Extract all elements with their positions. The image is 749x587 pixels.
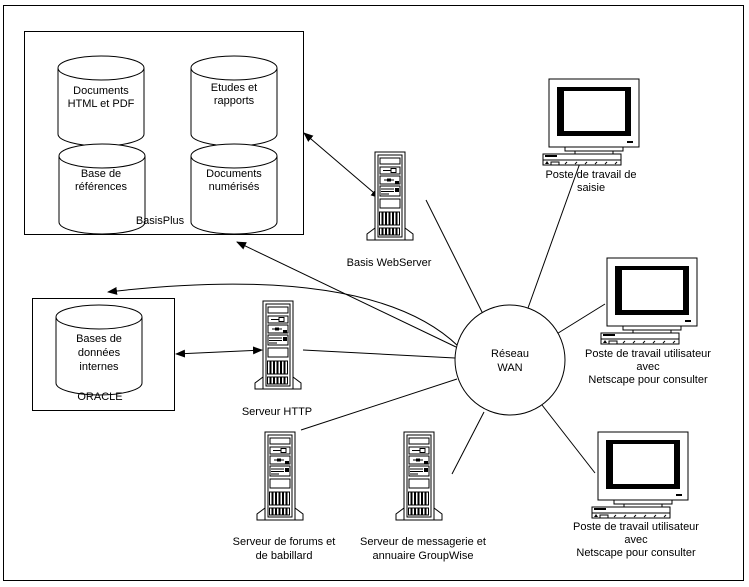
svg-text:internes: internes — [79, 361, 119, 373]
server-basis-webserver: Basis WebServer — [347, 151, 432, 269]
svg-text:données: données — [78, 347, 121, 359]
svg-text:Basis WebServer: Basis WebServer — [347, 257, 432, 269]
svg-text:annuaire GroupWise: annuaire GroupWise — [373, 550, 474, 562]
computer-icon — [600, 257, 698, 345]
svg-text:Serveur de forums et: Serveur de forums et — [233, 536, 336, 548]
workstation-user-2: Poste de travail utilisateur avec Netsca… — [573, 431, 699, 559]
svg-text:références: références — [75, 181, 127, 193]
basisplus-container: Documents HTML et PDF Etudes et rapports… — [24, 31, 304, 235]
svg-text:Base de: Base de — [81, 168, 121, 180]
svg-text:Réseau: Réseau — [491, 348, 529, 360]
connections — [107, 132, 606, 475]
svg-text:Serveur de messagerie et: Serveur de messagerie et — [360, 536, 486, 548]
svg-text:Poste de travail utilisateur: Poste de travail utilisateur — [585, 348, 711, 360]
svg-text:Netscape pour consulter: Netscape pour consulter — [588, 374, 708, 386]
workstation-saisie: Poste de travail de saisie — [542, 78, 640, 194]
arrow-oracle-http — [175, 346, 263, 358]
arrow-basisplus-webserver — [303, 132, 381, 199]
link-webserver-wan — [425, 199, 484, 315]
svg-text:WAN: WAN — [497, 362, 522, 374]
svg-text:HTML et PDF: HTML et PDF — [68, 98, 135, 110]
svg-text:Etudes et: Etudes et — [211, 82, 257, 94]
link-forums-wan — [300, 378, 458, 431]
oracle-label: ORACLE — [77, 391, 122, 403]
server-icon — [395, 431, 443, 521]
svg-text:Netscape pour consulter: Netscape pour consulter — [576, 547, 696, 559]
server-groupwise: Serveur de messagerie et annuaire GroupW… — [360, 431, 486, 562]
svg-text:Documents: Documents — [206, 168, 262, 180]
computer-icon — [542, 78, 640, 166]
workstation-user-1: Poste de travail utilisateur avec Netsca… — [585, 257, 711, 386]
svg-text:Poste de travail utilisateur: Poste de travail utilisateur — [573, 521, 699, 533]
wan-network: Réseau WAN — [454, 304, 566, 416]
diagram-frame — [3, 5, 744, 581]
link-user2-wan — [541, 404, 596, 474]
database-etudes-rapports: Etudes et rapports — [190, 55, 278, 147]
database-bases-donnees-internes: Bases de données internes — [55, 304, 143, 396]
server-forums: Serveur de forums et de babillard — [233, 431, 336, 562]
basisplus-label: BasisPlus — [136, 215, 185, 227]
database-base-references: Base de références — [58, 143, 146, 235]
server-icon — [254, 300, 302, 390]
server-icon — [256, 431, 304, 521]
server-http: Serveur HTTP — [242, 300, 312, 418]
link-saisie-wan — [527, 162, 581, 309]
svg-text:numérisés: numérisés — [209, 181, 260, 193]
svg-text:saisie: saisie — [577, 182, 605, 194]
link-user1-wan — [554, 303, 606, 336]
oracle-container: Bases de données internes ORACLE — [32, 298, 175, 411]
svg-text:de babillard: de babillard — [256, 550, 313, 562]
database-documents-numerises: Documents numérisés — [190, 143, 278, 235]
svg-text:Serveur HTTP: Serveur HTTP — [242, 406, 312, 418]
svg-text:Documents: Documents — [73, 85, 129, 97]
svg-text:avec: avec — [624, 534, 648, 546]
server-icon — [366, 151, 414, 241]
arrow-wan-oracle — [107, 283, 459, 347]
svg-text:Bases de: Bases de — [76, 333, 122, 345]
svg-text:avec: avec — [636, 361, 660, 373]
database-documents-html-pdf: Documents HTML et PDF — [57, 55, 145, 147]
computer-icon — [591, 431, 689, 519]
svg-text:rapports: rapports — [214, 95, 255, 107]
link-groupwise-wan — [451, 411, 485, 475]
svg-text:Poste de travail de: Poste de travail de — [545, 169, 636, 181]
link-http-wan — [302, 349, 456, 359]
